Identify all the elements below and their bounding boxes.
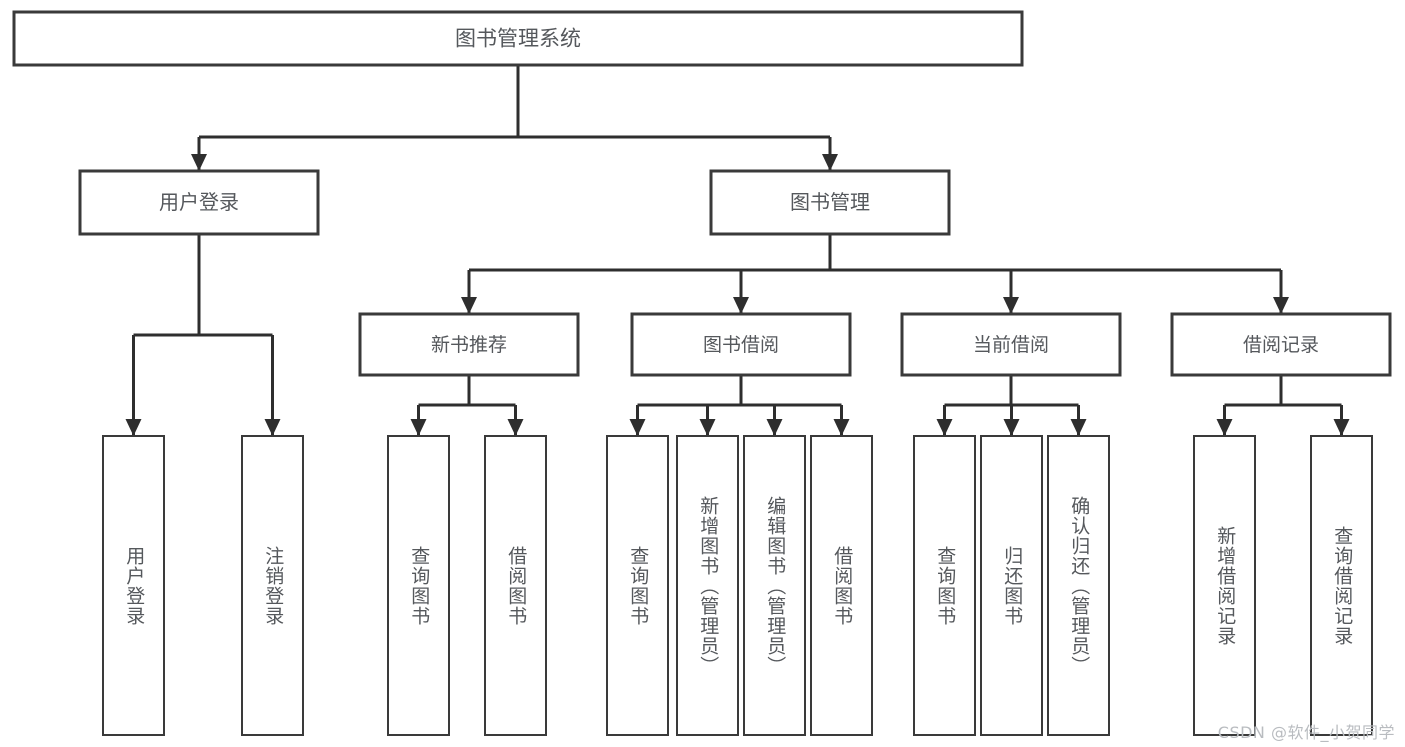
- arrow-head-icon: [125, 419, 142, 436]
- node-borrow-record-label: 借阅记录: [1243, 334, 1319, 356]
- node-new-book-recommend-label: 新书推荐: [431, 334, 507, 356]
- node-borrow-record-box: [1170, 312, 1392, 377]
- node-user-login-box: [78, 169, 320, 236]
- leaf-leaf-add-book-admin-box: [675, 434, 740, 737]
- leaf-leaf-borrow-book-label: 借阅图书: [831, 545, 854, 626]
- leaf-leaf-borrow-book-box: [809, 434, 874, 737]
- arrow-head-icon: [1003, 419, 1020, 436]
- arrow-head-icon: [833, 419, 850, 436]
- arrow-head-icon: [410, 419, 427, 436]
- arrow-head-icon: [936, 419, 953, 436]
- arrow-head-icon: [507, 419, 524, 436]
- box-layer: [12, 10, 1392, 737]
- node-book-management-label: 图书管理: [790, 190, 870, 214]
- arrow-head-icon: [822, 154, 838, 171]
- leaf-leaf-confirm-return-admin-box: [1046, 434, 1111, 737]
- node-new-book-recommend-box: [358, 312, 580, 377]
- arrow-head-icon: [1070, 419, 1087, 436]
- leaf-leaf-user-login-label: 用户登录: [123, 545, 146, 626]
- leaf-leaf-borrow-book-recommend-label: 借阅图书: [505, 545, 528, 626]
- leaf-leaf-query-borrow-record-label: 查询借阅记录: [1331, 525, 1354, 646]
- leaf-leaf-query-book-borrow-box: [605, 434, 670, 737]
- arrow-head-icon: [191, 154, 207, 171]
- arrow-head-icon: [1216, 419, 1233, 436]
- arrow-head-icon: [629, 419, 646, 436]
- csdn-watermark: CSDN @软件_小贺同学: [1217, 723, 1395, 742]
- node-user-login-label: 用户登录: [159, 190, 239, 214]
- leaf-leaf-query-book-current-label: 查询图书: [934, 545, 957, 626]
- leaf-leaf-borrow-book-recommend-box: [483, 434, 548, 737]
- arrow-head-icon: [766, 419, 783, 436]
- arrow-head-icon: [1333, 419, 1350, 436]
- leaf-leaf-add-borrow-record-label: 新增借阅记录: [1214, 525, 1237, 646]
- leaf-leaf-query-borrow-record-box: [1309, 434, 1374, 737]
- arrow-head-icon: [699, 419, 716, 436]
- node-book-borrow-box: [630, 312, 852, 377]
- leaf-leaf-logout-label: 注销登录: [262, 545, 285, 626]
- leaf-leaf-query-book-current-box: [912, 434, 977, 737]
- leaf-leaf-add-borrow-record-box: [1192, 434, 1257, 737]
- leaf-leaf-query-book-recommend-box: [386, 434, 451, 737]
- leaf-leaf-return-book-label: 归还图书: [1001, 545, 1024, 626]
- leaf-leaf-confirm-return-admin-label: 确认归还（管理员）: [1068, 495, 1091, 676]
- leaf-leaf-return-book-box: [979, 434, 1044, 737]
- leaf-leaf-user-login-box: [101, 434, 166, 737]
- node-root-label: 图书管理系统: [455, 27, 581, 51]
- node-current-borrow-label: 当前借阅: [973, 334, 1049, 356]
- leaf-leaf-edit-book-admin-box: [742, 434, 807, 737]
- node-current-borrow-box: [900, 312, 1122, 377]
- node-book-borrow-label: 图书借阅: [703, 334, 779, 356]
- arrow-head-icon: [1273, 297, 1289, 314]
- leaf-leaf-query-book-borrow-label: 查询图书: [627, 545, 650, 626]
- arrow-head-icon: [1003, 297, 1019, 314]
- leaf-leaf-logout-box: [240, 434, 305, 737]
- arrow-head-icon: [264, 419, 281, 436]
- node-book-management-box: [709, 169, 951, 236]
- arrow-head-icon: [733, 297, 749, 314]
- connector-layer: [125, 65, 1350, 436]
- leaf-leaf-edit-book-admin-label: 编辑图书（管理员）: [764, 495, 787, 676]
- leaf-leaf-add-book-admin-label: 新增图书（管理员）: [697, 495, 720, 676]
- leaf-leaf-query-book-recommend-label: 查询图书: [408, 545, 431, 626]
- node-root-box: [12, 10, 1024, 67]
- arrow-head-icon: [461, 297, 477, 314]
